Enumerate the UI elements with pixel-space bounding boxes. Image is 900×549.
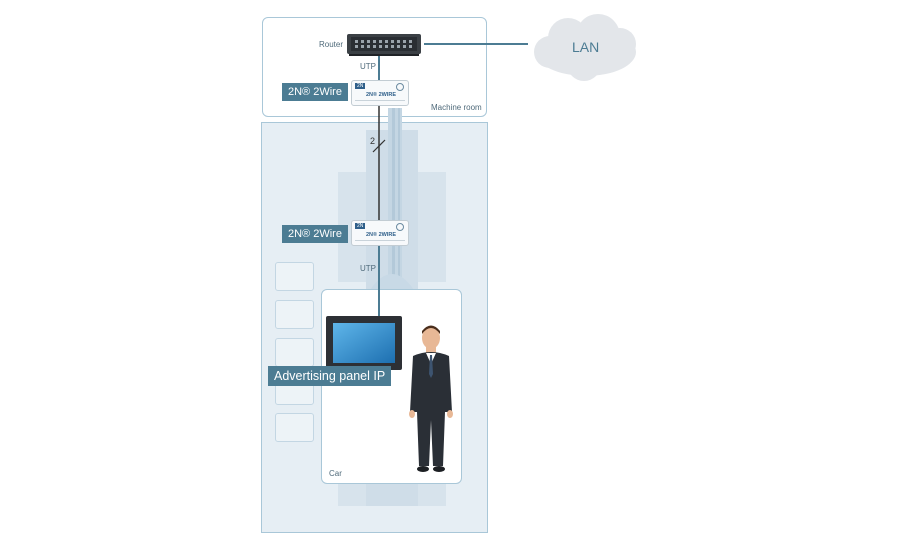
connector-icon xyxy=(396,83,404,91)
utp-label-top: UTP xyxy=(360,62,376,71)
wire-count-label: 2 xyxy=(370,136,376,146)
call-button xyxy=(275,262,314,291)
device-brand: 2N® 2WIRE xyxy=(366,92,397,98)
advertising-panel-tag: Advertising panel IP xyxy=(268,366,392,386)
car-label: Car xyxy=(329,469,342,478)
utp-label-bottom: UTP xyxy=(360,264,376,273)
lan-cloud-icon xyxy=(534,14,636,81)
lan-label: LAN xyxy=(572,39,600,55)
twowire-tag-top: 2N® 2Wire xyxy=(282,83,348,101)
divider xyxy=(355,240,405,241)
device-brand: 2N® 2WIRE xyxy=(366,232,397,238)
wire-count-slash xyxy=(372,139,386,153)
twowire-unit-bottom: 2N 2N® 2WIRE xyxy=(351,220,409,246)
router-icon xyxy=(347,34,421,56)
divider xyxy=(355,100,405,101)
advertising-panel-icon xyxy=(326,316,402,370)
person-icon xyxy=(409,325,453,472)
device-logo: 2N xyxy=(355,83,366,89)
machine-room-label: Machine room xyxy=(431,103,482,112)
call-button xyxy=(275,300,314,329)
twowire-tag-bottom: 2N® 2Wire xyxy=(282,225,348,243)
call-button xyxy=(275,413,314,442)
connector-icon xyxy=(396,223,404,231)
device-logo: 2N xyxy=(355,223,366,229)
twowire-unit-top: 2N 2N® 2WIRE xyxy=(351,80,409,106)
router-label: Router xyxy=(319,40,344,49)
